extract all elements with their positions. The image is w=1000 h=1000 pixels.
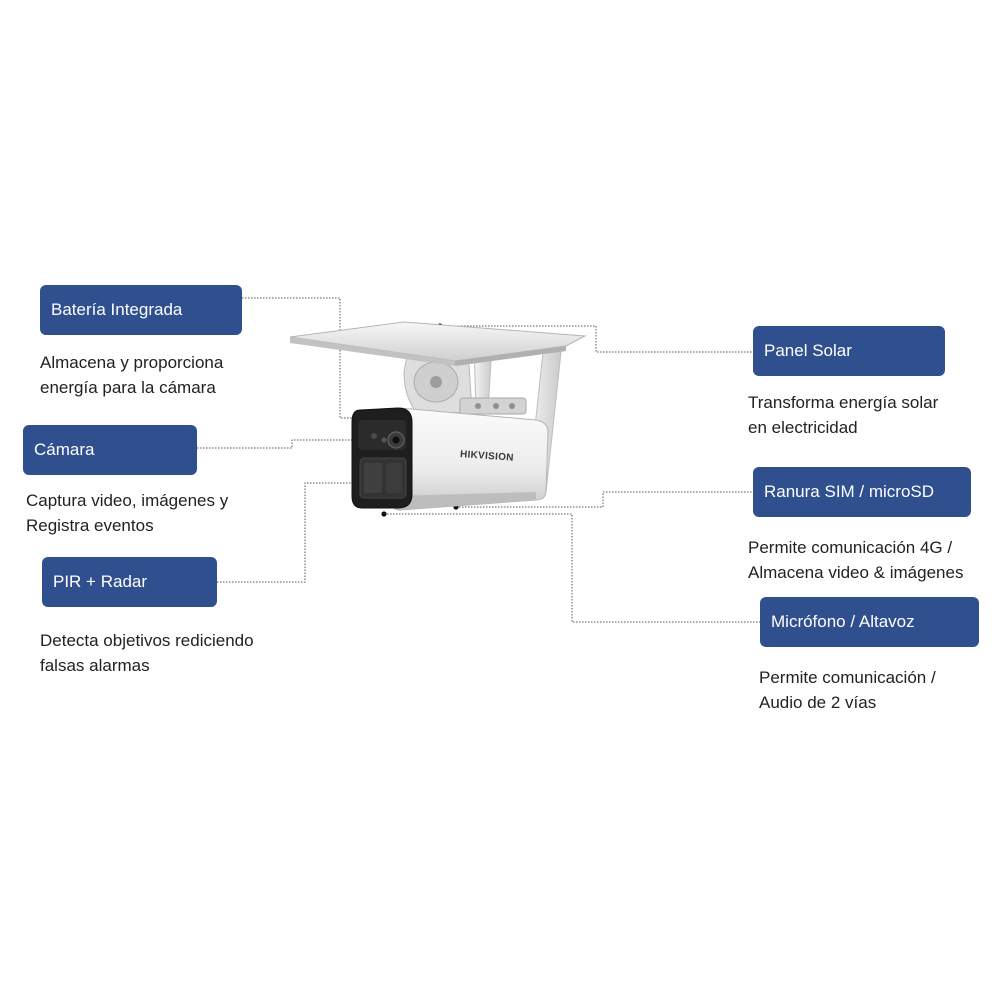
label-ranura-sim: Ranura SIM / microSD xyxy=(753,467,971,517)
desc-camara: Captura video, imágenes y Registra event… xyxy=(26,491,229,535)
leader-line-mic xyxy=(384,513,760,623)
leader-line-pir xyxy=(217,482,357,583)
label-camara: Cámara xyxy=(23,425,197,475)
desc-microfono-altavoz: Permite comunicación / Audio de 2 vías xyxy=(759,668,936,712)
leader-line-panel xyxy=(440,325,753,353)
leader-line-sim xyxy=(456,491,753,508)
leader-dot-mic xyxy=(381,511,387,517)
desc-panel-solar: Transforma energía solar en electricidad xyxy=(748,393,939,437)
solar-panel xyxy=(289,321,587,362)
label-microfono-altavoz: Micrófono / Altavoz xyxy=(760,597,979,647)
label-panel-solar: Panel Solar xyxy=(753,326,945,376)
desc-bateria-integrada: Almacena y proporciona energía para la c… xyxy=(40,353,224,397)
leader-line-bateria xyxy=(242,297,436,419)
desc-pir-radar: Detecta objetivos rediciendo falsas alar… xyxy=(40,631,254,675)
label-bateria-integrada: Batería Integrada xyxy=(40,285,242,335)
desc-ranura-sim: Permite comunicación 4G / Almacena video… xyxy=(748,538,964,582)
label-pir-radar: PIR + Radar xyxy=(42,557,217,607)
